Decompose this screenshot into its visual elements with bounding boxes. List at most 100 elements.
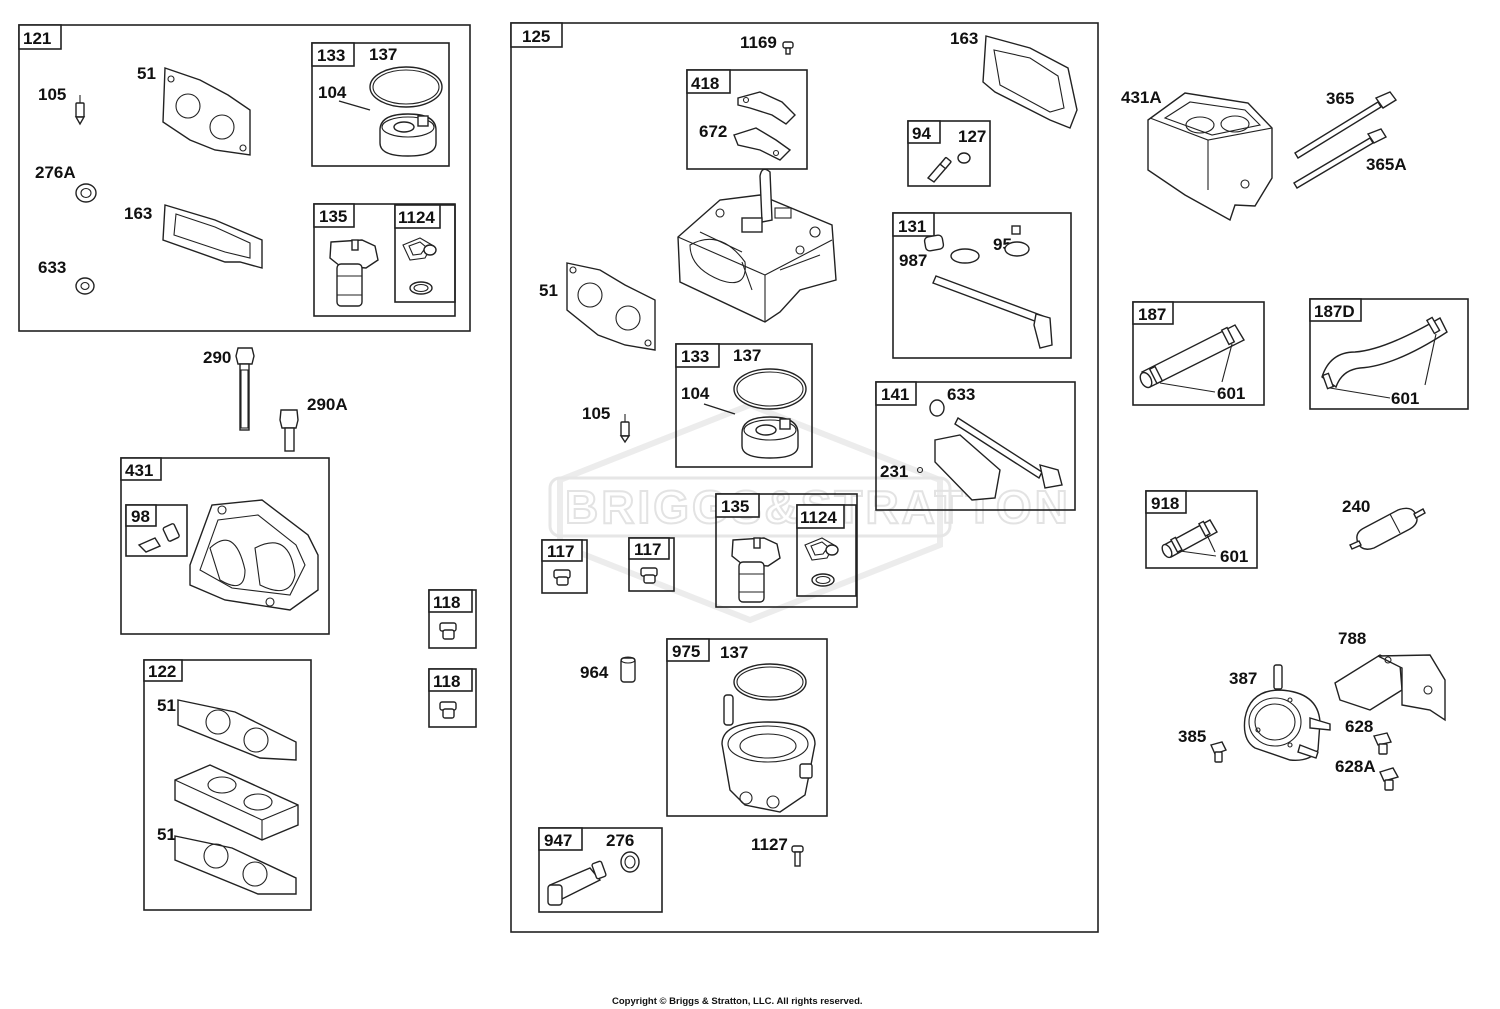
plug-117a-icon: [553, 569, 571, 586]
part-431a-label: 431A: [1121, 88, 1162, 107]
plug-icon: [439, 701, 457, 719]
throttle-shaft-icon: [916, 399, 1063, 501]
part-105-label: 105: [38, 85, 66, 104]
kit-918-box[interactable]: 918 601: [1145, 490, 1258, 569]
kit-187d-tag: 187D: [1314, 302, 1355, 321]
kit-975-tag: 975: [672, 642, 700, 661]
adapter-431a-group[interactable]: 431A: [1121, 88, 1273, 222]
bolt-290a-group[interactable]: 290A: [279, 395, 348, 452]
part-1127-label: 1127: [751, 835, 788, 854]
kit-187-box[interactable]: 187 601: [1132, 301, 1265, 406]
part-601b-label: 601: [1391, 389, 1419, 408]
o-ring-137b-icon: [733, 368, 807, 410]
part-240-label: 240: [1342, 497, 1370, 516]
kit-1124b-tag: 1124: [800, 508, 837, 527]
screw-385-icon: [1210, 741, 1227, 763]
fuel-filter-240-group[interactable]: 240: [1342, 497, 1426, 550]
screw-628-icon: [1373, 732, 1392, 755]
kit-118a-tag: 118: [433, 593, 460, 612]
screw-628a-icon: [1379, 767, 1400, 791]
washer-276a-icon: [75, 183, 97, 203]
diaphragm-gasket-icon: [733, 91, 796, 161]
kit-131-tag: 131: [898, 217, 926, 236]
part-387-label: 387: [1229, 669, 1257, 688]
kit-947-tag: 947: [544, 831, 572, 850]
kit-118-box-b[interactable]: 118: [428, 668, 477, 728]
gasket-163-icon: [162, 204, 263, 269]
part-137c-label: 137: [720, 643, 748, 662]
fuel-hose-918-icon: [1161, 519, 1218, 559]
part-231-label: 231: [880, 462, 908, 481]
part-276a-label: 276A: [35, 163, 76, 182]
part-964-label: 964: [580, 663, 609, 682]
fuel-hose-187-icon: [1139, 324, 1245, 393]
part-385-label: 385: [1178, 727, 1206, 746]
gasket-lower-icon: [174, 835, 297, 895]
bolt-290-group[interactable]: 290: [203, 347, 255, 431]
kit-431-box[interactable]: 431 98: [120, 457, 330, 635]
part-628a-label: 628A: [1335, 757, 1376, 776]
part-51c-label: 51: [539, 281, 558, 300]
kit-133-tag: 133: [317, 46, 345, 65]
kit-135b-tag: 135: [721, 497, 749, 516]
kit-122-box[interactable]: 122 51 51: [143, 659, 312, 911]
spacer-icon: [174, 764, 299, 841]
kit-918-tag: 918: [1151, 494, 1179, 513]
fuel-solenoid-947-icon: [547, 851, 640, 906]
kit-122-tag: 122: [148, 662, 176, 681]
part-633-label: 633: [38, 258, 66, 277]
sleeve-964-icon: [620, 656, 636, 683]
copyright-text: Copyright © Briggs & Stratton, LLC. All …: [612, 996, 863, 1007]
part-365-label: 365: [1326, 89, 1354, 108]
part-1169-label: 1169: [740, 33, 777, 52]
idle-screw-icon: [926, 152, 971, 183]
pin-104b-icon: [703, 403, 736, 415]
plug-117b-icon: [640, 567, 658, 584]
kit-117a-tag: 117: [547, 542, 574, 561]
part-163b-label: 163: [950, 29, 978, 48]
part-601a-label: 601: [1217, 384, 1245, 403]
intake-adapter-431a-icon: [1147, 92, 1273, 222]
part-51b-label: 51: [157, 825, 176, 844]
part-51a-label: 51: [157, 696, 176, 715]
o-ring-137-icon: [369, 66, 443, 108]
screw-1127-icon: [791, 845, 804, 867]
kit-117b-tag: 117: [634, 540, 661, 559]
part-601c-label: 601: [1220, 547, 1248, 566]
part-788-label: 788: [1338, 629, 1366, 648]
kit-125-tag: 125: [522, 27, 550, 46]
part-672-label: 672: [699, 122, 727, 141]
gasket-163b-icon: [982, 35, 1078, 129]
gasket-kit-b-icon: [804, 537, 839, 587]
kit-187-tag: 187: [1138, 305, 1166, 324]
part-163-label: 163: [124, 204, 152, 223]
pin-104-icon: [338, 100, 371, 111]
bolt-365a-group[interactable]: 365A: [1293, 128, 1407, 189]
screw-1169-icon: [782, 41, 794, 55]
part-633b-label: 633: [947, 385, 975, 404]
kit-431-tag: 431: [125, 461, 153, 480]
part-628-label: 628: [1345, 717, 1373, 736]
kit-118-box-a[interactable]: 118: [428, 589, 477, 649]
fuel-bowl-icon: [721, 663, 816, 813]
fuel-hose-187d-icon: [1321, 316, 1448, 399]
kit-98-tag: 98: [131, 507, 150, 526]
kit-1124-tag: 1124: [398, 208, 435, 227]
fuel-pump-group[interactable]: 788 387 385 628 628A: [1178, 629, 1446, 791]
kit-135-tag: 135: [319, 207, 347, 226]
kit-125-box[interactable]: 125 1169 163 418 672 94 127: [510, 22, 1099, 933]
kit-121-box[interactable]: 121 105 51 276A 163 633: [18, 24, 471, 332]
needle-valve-icon: [74, 95, 86, 126]
fuel-pump-387-icon: [1243, 664, 1331, 761]
kit-118b-tag: 118: [433, 672, 460, 691]
kit-141-tag: 141: [881, 385, 909, 404]
part-104b-label: 104: [681, 384, 710, 403]
part-290-label: 290: [203, 348, 231, 367]
fuel-filter-icon: [1349, 507, 1426, 550]
part-365a-label: 365A: [1366, 155, 1407, 174]
part-987-label: 987: [899, 251, 927, 270]
gasket-upper-icon: [177, 699, 297, 761]
bolt-365-group[interactable]: 365: [1294, 89, 1398, 159]
washer-633-icon: [75, 277, 95, 295]
kit-187d-box[interactable]: 187D 601: [1309, 298, 1469, 410]
